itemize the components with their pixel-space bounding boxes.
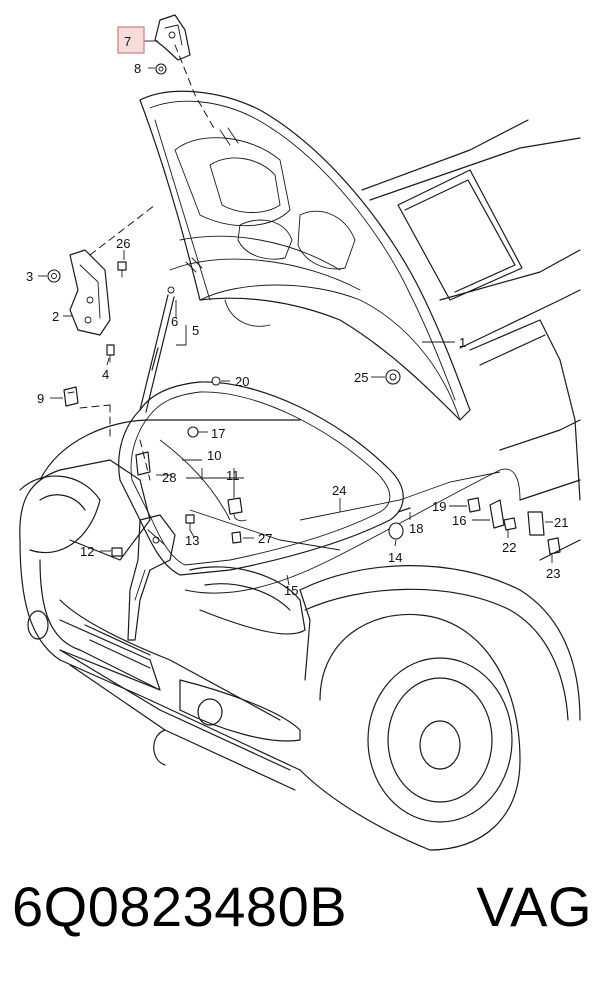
callout-8: 8 [134, 61, 141, 76]
release-handle-part-16 [489, 499, 505, 529]
callout-13: 13 [185, 533, 199, 548]
bracket-part-19 [467, 497, 481, 513]
callout-23: 23 [546, 566, 560, 581]
callout-6: 6 [171, 314, 178, 329]
grommet-part-17 [187, 426, 199, 438]
part-number-footer: 6Q0823480B VAG [12, 862, 592, 952]
callout-26: 26 [116, 236, 130, 251]
callout-11: 11 [226, 468, 240, 483]
bolt-part-4 [106, 344, 115, 363]
callout-24: 24 [332, 483, 346, 498]
cable-guide-part-18 [397, 507, 411, 513]
hood-panel [139, 90, 471, 421]
callout-1: 1 [459, 335, 466, 350]
highlight-box-part-7 [117, 26, 145, 54]
callout-14: 14 [388, 550, 402, 565]
callout-20: 20 [235, 374, 249, 389]
callout-15: 15 [284, 583, 298, 598]
nut-part-3 [47, 269, 61, 283]
callout-2: 2 [52, 309, 59, 324]
nut-part-8 [155, 63, 167, 75]
callout-28: 28 [162, 470, 176, 485]
release-cable-part-15 [184, 469, 501, 594]
callout-labels: 7 8 1 26 3 2 6 5 4 20 25 9 17 10 11 28 2… [26, 34, 568, 598]
callout-25: 25 [354, 370, 368, 385]
callout-7: 7 [124, 34, 131, 49]
callout-17: 17 [211, 426, 225, 441]
car-body-outline [19, 119, 581, 851]
callout-16: 16 [452, 513, 466, 528]
callout-22: 22 [502, 540, 516, 555]
bracket-part-9 [63, 386, 79, 407]
switch-part-11 [227, 497, 247, 522]
hood-hinge-part-2 [69, 249, 111, 336]
grommet-part-20 [211, 376, 221, 386]
callout-21: 21 [554, 515, 568, 530]
callout-12: 12 [80, 544, 94, 559]
bolt-part-26 [117, 261, 127, 278]
callout-5: 5 [192, 323, 199, 338]
buffer-part-25 [385, 369, 401, 385]
hood-hinge-bracket-part-7 [154, 14, 191, 61]
grommet-part-14 [388, 522, 404, 540]
brand-label: VAG [476, 875, 592, 938]
callout-3: 3 [26, 269, 33, 284]
callout-leaders [38, 40, 553, 586]
hood-latch-assembly [127, 514, 176, 641]
gas-strut-part-5 [139, 286, 175, 413]
callout-27: 27 [258, 531, 272, 546]
bolt-part-13 [185, 514, 195, 531]
lever-part-21 [527, 511, 545, 536]
callout-4: 4 [102, 367, 109, 382]
callout-18: 18 [409, 521, 423, 536]
callout-9: 9 [37, 391, 44, 406]
part-number: 6Q0823480B [12, 875, 348, 938]
reference-lines [79, 44, 216, 481]
callout-19: 19 [432, 499, 446, 514]
clip-part-23 [547, 537, 561, 555]
bolt-part-12 [111, 547, 123, 557]
bolt-part-22 [503, 517, 517, 531]
connector-part-27 [231, 531, 242, 544]
bracket-part-28 [135, 451, 151, 476]
callout-10: 10 [207, 448, 221, 463]
